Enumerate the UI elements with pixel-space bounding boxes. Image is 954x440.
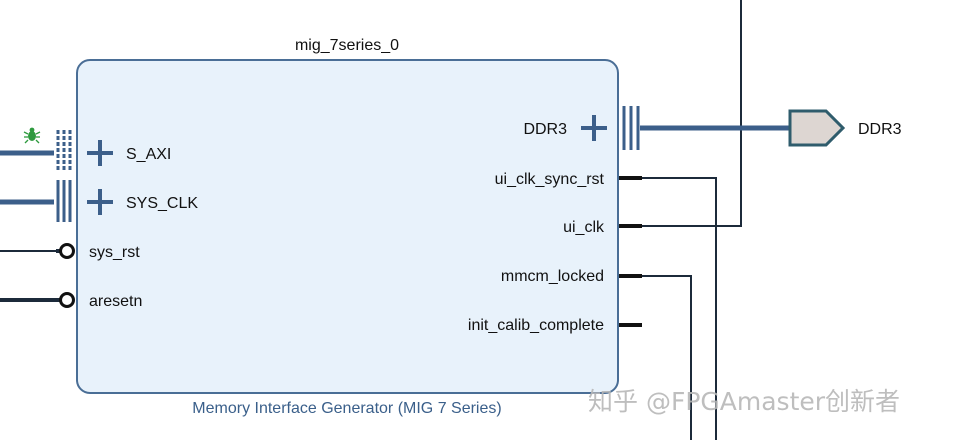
net-ui-clk[interactable]: [642, 0, 742, 227]
plus-icon[interactable]: [581, 115, 607, 141]
inverted-bubble-icon[interactable]: [56, 292, 75, 308]
sys-clk-connector[interactable]: [56, 180, 72, 222]
pin-sys-clk-label: SYS_CLK: [126, 195, 198, 212]
mig-ip-block[interactable]: [76, 59, 619, 394]
plus-icon[interactable]: [87, 189, 113, 215]
left-side-nets: [0, 150, 58, 302]
pin-s-axi-label: S_AXI: [126, 146, 171, 163]
pin-init-calib-complete-label: init_calib_complete: [468, 317, 604, 334]
external-ddr3-port-label: DDR3: [858, 121, 902, 138]
s-axi-connector[interactable]: [56, 130, 72, 172]
block-instance-name: mig_7series_0: [295, 37, 399, 54]
block-ip-name: Memory Interface Generator (MIG 7 Series…: [192, 400, 501, 417]
pin-ui-clk-sync-rst-label: ui_clk_sync_rst: [495, 171, 605, 188]
pin-mmcm-locked-label: mmcm_locked: [501, 268, 604, 285]
plus-icon[interactable]: [87, 140, 113, 166]
right-side-nets: [642, 0, 742, 440]
pin-sys-rst-label: sys_rst: [89, 244, 140, 261]
ddr3-connector[interactable]: [622, 106, 640, 150]
pin-ddr3-label: DDR3: [523, 121, 567, 138]
watermark: 知乎 @FPGAmaster创新者: [588, 387, 900, 416]
external-ddr3-port[interactable]: [788, 109, 846, 147]
net-ui-clk-sync-rst[interactable]: [642, 177, 717, 440]
net-mmcm-locked[interactable]: [642, 275, 692, 440]
pin-ui-clk-label: ui_clk: [563, 219, 605, 236]
pin-aresetn-label: aresetn: [89, 293, 142, 310]
inverted-bubble-icon[interactable]: [56, 243, 75, 259]
bug-icon[interactable]: [23, 127, 41, 144]
